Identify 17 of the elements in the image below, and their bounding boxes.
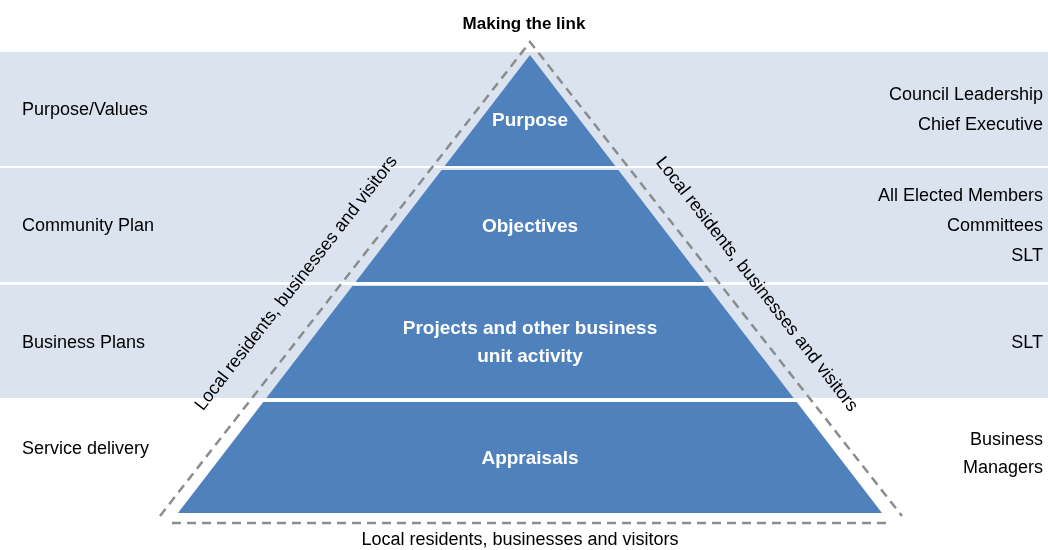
role-label: SLT (1011, 330, 1043, 354)
row-label: Service delivery (22, 437, 150, 460)
row-label: Business Managers (961, 428, 1043, 479)
row-label: Purpose/Values (22, 98, 148, 120)
tier-label: Appraisals (481, 445, 579, 470)
role-label: All Elected Members (877, 184, 1043, 207)
side-label: Local residents, businesses and visitors (361, 528, 679, 550)
row-label: Community Plan (22, 214, 155, 236)
tier-label: Purpose (491, 107, 568, 132)
tier-label: Projects and other business unit activity (401, 316, 659, 368)
row-label: Business Plans (22, 331, 146, 352)
role-label: Committees (945, 214, 1043, 237)
role-label: Council Leadership (888, 83, 1043, 106)
title: Making the link (462, 14, 586, 33)
role-label: SLT (1010, 244, 1043, 267)
role-label: Chief Executive (916, 113, 1043, 136)
tier-label: Objectives (481, 214, 579, 238)
